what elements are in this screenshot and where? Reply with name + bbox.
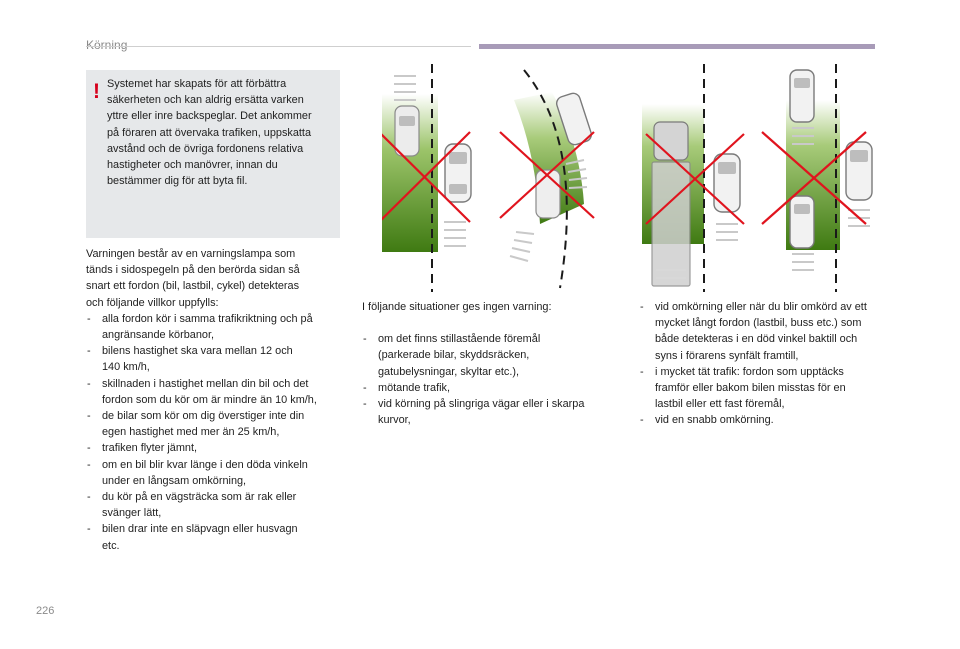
conditions-column: Varningen består av en varningslampa som… <box>86 246 344 554</box>
list-item-line: mötande trafik, <box>378 381 451 394</box>
section-title: Körning <box>86 38 128 52</box>
list-item: bilen drar inte en släpvagn eller husvag… <box>86 521 344 553</box>
header-accent-bar <box>479 44 875 49</box>
list-item-line: skillnaden i hastighet mellan din bil oc… <box>102 377 309 390</box>
warning-line: avstånd och de övriga fordonens relativa <box>107 142 304 155</box>
list-item-line: trafiken flyter jämnt, <box>102 442 198 455</box>
list-item-line: vid en snabb omkörning. <box>655 414 774 427</box>
list-item-line: du kör på en vägsträcka som är rak eller <box>102 491 297 504</box>
no-warning-intro: I följande situationer ges ingen varning… <box>362 301 552 313</box>
warning-line: yttre eller inre backspeglar. Det ankomm… <box>107 110 312 123</box>
list-item-line: framför eller bakom bilen misstas för en <box>655 382 846 395</box>
no-warning-column: I följande situationer ges ingen varning… <box>362 299 624 428</box>
list-item-line: lastbil eller ett fast föremål, <box>655 398 785 411</box>
list-item-line: (parkerade bilar, skyddsräcken, <box>378 349 530 362</box>
blind-spot-dense-traffic-icon <box>758 64 876 292</box>
conditions-list: alla fordon kör i samma trafikriktning o… <box>86 311 344 554</box>
list-item: vid körning på slingriga vägar eller i s… <box>362 396 624 428</box>
list-item-line: om en bil blir kvar länge i den döda vin… <box>102 458 308 471</box>
list-item-line: alla fordon kör i samma trafikriktning o… <box>102 312 313 325</box>
no-warning-list-continued: vid omkörning eller när du blir omkörd a… <box>639 299 891 429</box>
list-item: du kör på en vägsträcka som är rak eller… <box>86 489 344 521</box>
list-item-line: mycket långt fordon (lastbil, buss etc.)… <box>655 317 862 330</box>
blind-spot-curve-icon <box>496 64 616 292</box>
intro-line: och följande villkor uppfylls: <box>86 296 219 309</box>
list-item-line: fordon som du kör om är mindre än 10 km/… <box>102 393 317 406</box>
list-item: i mycket tät trafik: fordon som upptäcks… <box>639 364 891 413</box>
list-item: vid omkörning eller när du blir omkörd a… <box>639 299 891 364</box>
list-item: trafiken flyter jämnt, <box>86 440 344 456</box>
intro-line: tänds i sidospegeln på den berörda sidan… <box>86 264 300 277</box>
list-item: bilens hastighet ska vara mellan 12 och … <box>86 343 344 375</box>
warning-icon: ! <box>93 80 100 103</box>
warning-line: säkerheten och kan aldrig ersätta varken <box>107 94 304 107</box>
list-item-line: i mycket tät trafik: fordon som upptäcks <box>655 365 844 378</box>
list-item-line: under en långsam omkörning, <box>102 474 247 487</box>
list-item-line: 140 km/h, <box>102 361 150 374</box>
list-item-line: egen hastighet med mer än 25 km/h, <box>102 426 280 439</box>
list-item-line: de bilar som kör om dig överstiger inte … <box>102 410 305 423</box>
warning-line: på föraren att övervaka trafiken, uppska… <box>107 126 312 139</box>
warning-line: bestämmer dig för att byta fil. <box>107 175 248 188</box>
header-rule <box>86 46 471 47</box>
warning-text: Systemet har skapats för att förbättra s… <box>107 76 335 189</box>
list-item-line: svänger lätt, <box>102 507 162 520</box>
list-item: vid en snabb omkörning. <box>639 412 891 428</box>
warning-line: Systemet har skapats för att förbättra <box>107 78 287 90</box>
blind-spot-long-truck-icon <box>642 64 754 292</box>
intro-line: snart ett fordon (bil, lastbil, cykel) d… <box>86 280 300 293</box>
warning-box <box>86 70 340 238</box>
list-item-line: om det finns stillastående föremål <box>378 333 541 346</box>
list-item-line: vid omkörning eller när du blir omkörd a… <box>655 301 867 313</box>
list-item: mötande trafik, <box>362 380 624 396</box>
list-item-line: etc. <box>102 539 120 552</box>
warning-line: hastigheter och manövrer, innan du <box>107 159 278 172</box>
list-item-line: bilen drar inte en släpvagn eller husvag… <box>102 523 298 536</box>
list-item-line: gatubelysningar, skyltar etc.), <box>378 365 520 378</box>
list-item-line: angränsande körbanor, <box>102 329 215 342</box>
blind-spot-parked-car-icon <box>382 64 492 292</box>
list-item: om det finns stillastående föremål (park… <box>362 331 624 380</box>
list-item-line: både detekteras i en död vinkel baktill … <box>655 333 858 346</box>
no-warning-list: om det finns stillastående föremål (park… <box>362 331 624 428</box>
list-item: de bilar som kör om dig överstiger inte … <box>86 408 344 440</box>
no-warning-column-continued: vid omkörning eller när du blir omkörd a… <box>639 299 891 429</box>
page-number: 226 <box>36 605 55 617</box>
intro-line: Varningen består av en varningslampa som <box>86 248 296 260</box>
list-item: om en bil blir kvar länge i den döda vin… <box>86 457 344 489</box>
list-item-line: syns i förarens synfält framtill, <box>655 349 799 362</box>
list-item-line: kurvor, <box>378 414 411 427</box>
spacer <box>362 315 624 331</box>
list-item-line: vid körning på slingriga vägar eller i s… <box>378 398 585 411</box>
list-item: skillnaden i hastighet mellan din bil oc… <box>86 376 344 408</box>
list-item-line: bilens hastighet ska vara mellan 12 och <box>102 345 293 358</box>
list-item: alla fordon kör i samma trafikriktning o… <box>86 311 344 343</box>
